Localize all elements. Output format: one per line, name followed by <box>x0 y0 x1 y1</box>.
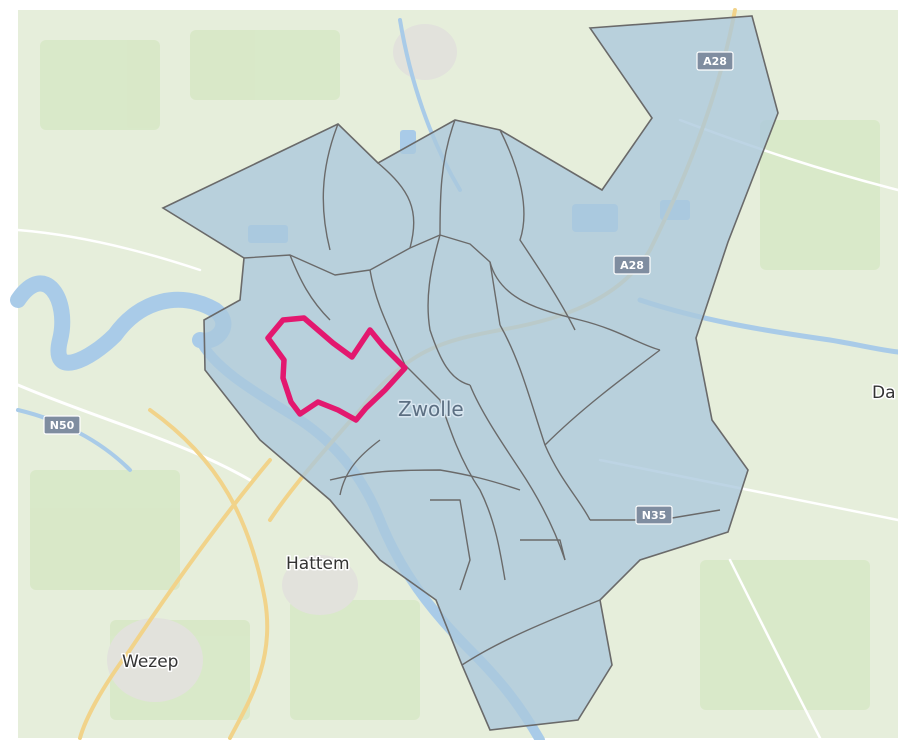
road-shield-n35: N35 <box>635 505 673 525</box>
highlighted-district[interactable] <box>265 315 408 423</box>
svg-text:A28: A28 <box>703 55 727 68</box>
municipality-area[interactable] <box>161 15 779 731</box>
built-up-areas <box>107 24 457 702</box>
road-shield-n50: N50 <box>43 415 81 435</box>
road-shield-a28-east: A28 <box>613 255 651 275</box>
road-shield-a28-north: A28 <box>696 51 734 71</box>
town-label-wezep: Wezep <box>122 652 178 672</box>
svg-text:N50: N50 <box>50 419 75 432</box>
svg-text:A28: A28 <box>620 259 644 272</box>
town-label-edge-fragment: Da <box>872 383 896 403</box>
district-borders <box>243 119 721 666</box>
svg-text:N35: N35 <box>642 509 667 522</box>
town-label-hattem: Hattem <box>286 554 350 574</box>
city-label-zwolle: Zwolle <box>398 397 464 421</box>
map-frame-right <box>898 0 900 740</box>
